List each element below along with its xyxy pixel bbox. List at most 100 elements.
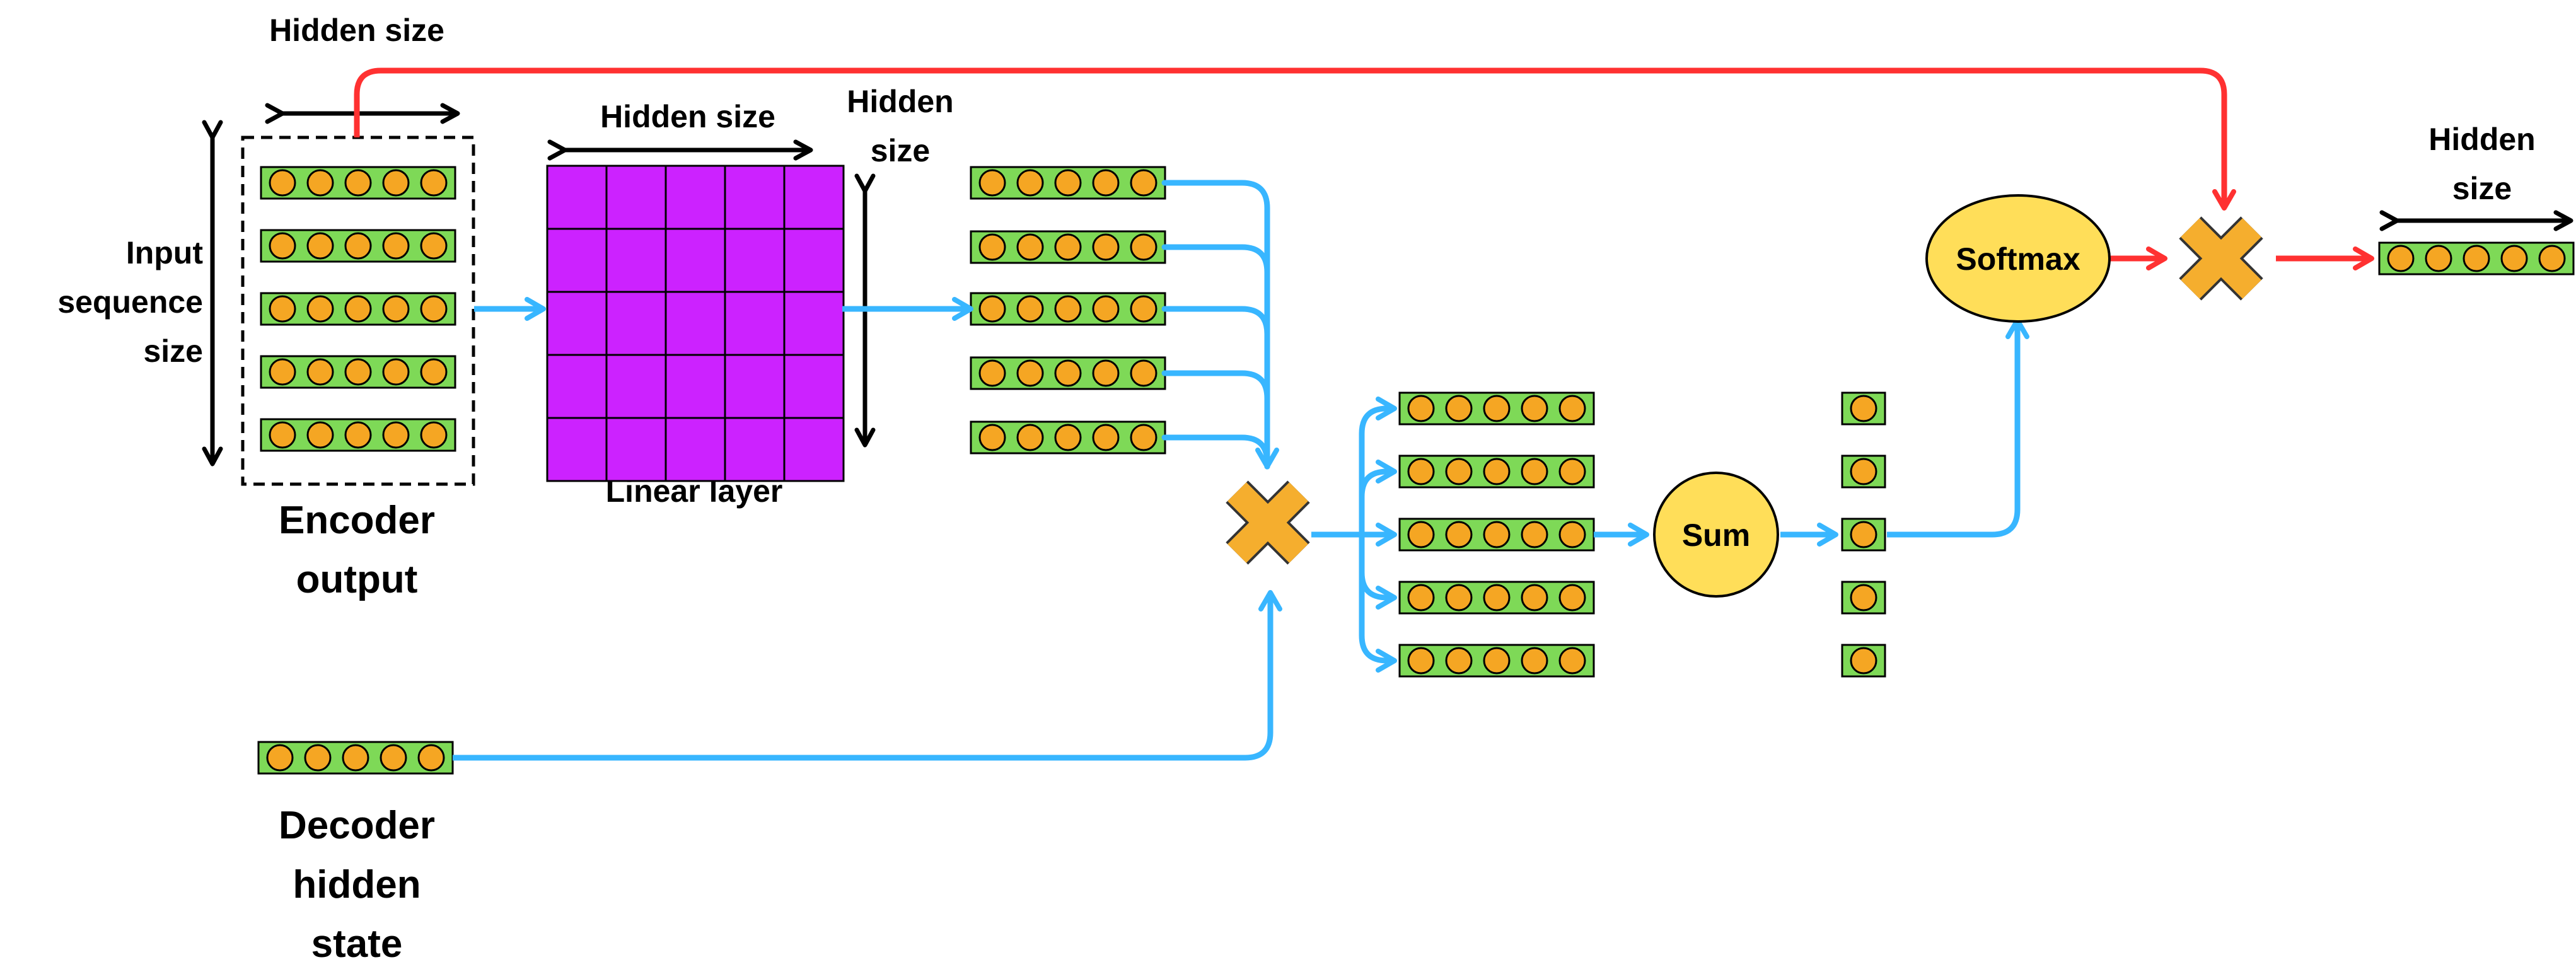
linear-weight-cell bbox=[724, 417, 786, 482]
linear-layer-matrix bbox=[546, 165, 845, 482]
projected-vector-row bbox=[970, 292, 1166, 326]
linear-weight-cell bbox=[664, 354, 726, 419]
linear-weight-cell bbox=[546, 228, 608, 293]
linear-weight-cell bbox=[664, 165, 726, 230]
vector-element bbox=[382, 295, 410, 323]
vector-element bbox=[1130, 424, 1157, 451]
encoder-output-label-line-2: output bbox=[296, 558, 418, 601]
vector-element bbox=[1054, 169, 1082, 197]
vector-element bbox=[269, 295, 296, 323]
vector-element bbox=[1407, 521, 1435, 548]
linear-hidden-size-side-label-line-1: Hidden bbox=[847, 84, 953, 119]
score-element bbox=[1850, 395, 1877, 422]
context-vector-output bbox=[2378, 241, 2575, 275]
vector-element bbox=[269, 421, 296, 449]
vector-element bbox=[1054, 359, 1082, 387]
vector-element bbox=[2425, 245, 2452, 272]
sum-node: Sum bbox=[1653, 472, 1779, 598]
product-vector-row bbox=[1398, 391, 1595, 426]
score-element bbox=[1850, 647, 1877, 675]
vector-element bbox=[344, 169, 372, 197]
vector-element bbox=[1092, 169, 1120, 197]
encoder-output-vectors bbox=[260, 166, 456, 452]
linear-hidden-size-side-label-line-2: size bbox=[871, 133, 931, 168]
encoder-to-weighted-multiply-arrow bbox=[354, 67, 2236, 211]
linear-weight-cell bbox=[783, 354, 845, 419]
vector-element bbox=[1483, 584, 1511, 611]
projected-vector-row bbox=[970, 420, 1166, 455]
linear-weight-cell bbox=[546, 417, 608, 482]
vector-element bbox=[1016, 233, 1044, 261]
projection-merge-arrows bbox=[1161, 180, 1279, 470]
projected-vector-row bbox=[970, 356, 1166, 390]
output-hidden-size-label-line-1: Hidden bbox=[2428, 122, 2535, 157]
vector-element bbox=[1521, 521, 1548, 548]
vector-element bbox=[306, 169, 334, 197]
vector-element bbox=[978, 424, 1006, 451]
vector-element bbox=[1558, 521, 1586, 548]
vector-element bbox=[1521, 458, 1548, 485]
vector-element bbox=[382, 358, 410, 386]
vector-element bbox=[344, 358, 372, 386]
decoder-hidden-state-label-line-2: hidden bbox=[293, 863, 421, 907]
vector-element bbox=[420, 232, 448, 260]
vector-element bbox=[266, 744, 294, 772]
linear-weight-cell bbox=[605, 228, 667, 293]
input-sequence-size-label-line-2: sequence bbox=[57, 284, 203, 320]
vector-element bbox=[1092, 295, 1120, 323]
vector-element bbox=[978, 233, 1006, 261]
linear-weight-cell bbox=[546, 354, 608, 419]
vector-element bbox=[382, 232, 410, 260]
vector-element bbox=[382, 421, 410, 449]
linear-weight-cell bbox=[605, 417, 667, 482]
vector-element bbox=[1407, 458, 1435, 485]
encoder-output-label-line-1: Encoder bbox=[279, 499, 435, 542]
linear-weight-cell bbox=[664, 228, 726, 293]
context-vector-row bbox=[2378, 241, 2575, 275]
vector-element bbox=[344, 295, 372, 323]
vector-element bbox=[382, 169, 410, 197]
attention-score-cell bbox=[1841, 391, 1886, 426]
weighted-multiply-icon bbox=[2179, 216, 2263, 301]
vector-element bbox=[1054, 295, 1082, 323]
vector-element bbox=[1092, 233, 1120, 261]
vector-element bbox=[1521, 647, 1548, 675]
vector-element bbox=[1521, 395, 1548, 422]
score-element bbox=[1850, 458, 1877, 485]
vector-element bbox=[1130, 233, 1157, 261]
vector-element bbox=[2500, 245, 2528, 272]
vector-element bbox=[420, 295, 448, 323]
linear-weight-cell bbox=[783, 291, 845, 356]
attention-score-cell bbox=[1841, 644, 1886, 678]
vector-element bbox=[1558, 647, 1586, 675]
vector-element bbox=[978, 359, 1006, 387]
vector-element bbox=[342, 744, 369, 772]
linear-weight-cell bbox=[546, 291, 608, 356]
product-vector-row bbox=[1398, 644, 1595, 678]
vector-element bbox=[1445, 521, 1473, 548]
vector-element bbox=[1130, 359, 1157, 387]
vector-element bbox=[1445, 647, 1473, 675]
vector-element bbox=[1054, 424, 1082, 451]
vector-element bbox=[2538, 245, 2566, 272]
product-vector-row bbox=[1398, 581, 1595, 615]
vector-element bbox=[420, 421, 448, 449]
vector-element bbox=[1054, 233, 1082, 261]
encoder-hidden-size-label: Hidden size bbox=[269, 13, 444, 48]
vector-element bbox=[1016, 424, 1044, 451]
linear-weight-cell bbox=[605, 291, 667, 356]
linear-weight-cell bbox=[783, 228, 845, 293]
vector-element bbox=[1558, 458, 1586, 485]
softmax-node: Softmax bbox=[1925, 194, 2111, 323]
vector-element bbox=[1483, 521, 1511, 548]
encoder-vector-row bbox=[260, 355, 456, 389]
scores-to-softmax-arrow bbox=[1887, 318, 2029, 538]
vector-element bbox=[417, 744, 445, 772]
vector-element bbox=[1445, 584, 1473, 611]
vector-element bbox=[1483, 458, 1511, 485]
linear-weight-cell bbox=[605, 354, 667, 419]
attention-score-cell bbox=[1841, 455, 1886, 489]
vector-element bbox=[269, 169, 296, 197]
vector-element bbox=[1521, 584, 1548, 611]
